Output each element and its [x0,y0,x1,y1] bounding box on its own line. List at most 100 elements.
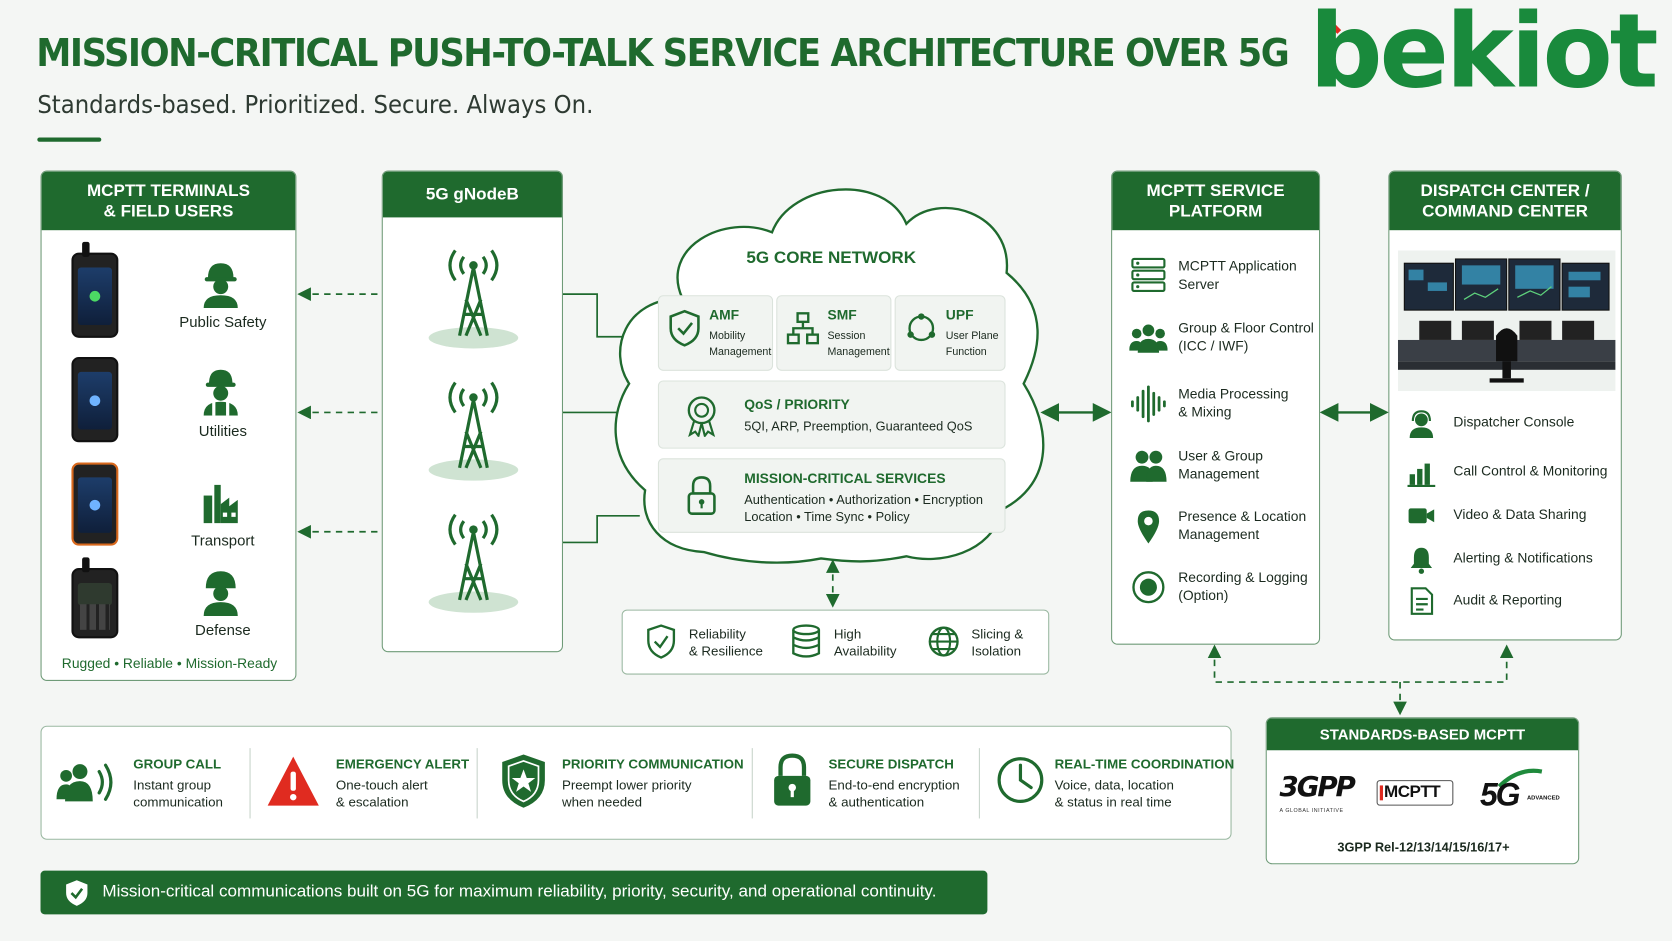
document-icon [1410,587,1434,615]
service-item-presence-line1: Presence & Location [1178,508,1307,525]
upf-desc-line2: Function [945,346,987,359]
qos-desc: 5QI, ARP, Preemption, Guaranteed QoS [744,418,973,434]
feature-secure-dispatch-name: SECURE DISPATCH [828,756,954,772]
upf-name: UPF [945,306,974,323]
standards-footer: 3GPP Rel-12/13/14/15/16/17+ [1337,839,1510,855]
feature-real-time-desc2: & status in real time [1054,795,1172,810]
qos-box: QoS / PRIORITY 5QI, ARP, Preemption, Gua… [657,380,1006,449]
amf-desc-line2: Management [709,346,772,359]
amf-desc-line1: Mobility [709,330,746,343]
feature-group-call-name: GROUP CALL [133,756,222,772]
shield-check-icon [647,624,676,659]
logo-3gpp-tagline: A GLOBAL INITIATIVE [1279,807,1344,815]
feature-real-time-desc: Voice, data, location & status in real ti… [1055,777,1174,811]
feature-secure-dispatch-desc: End-to-end encryption & authentication [829,777,960,811]
mcs-desc-line2: Location • Time Sync • Policy [744,509,910,525]
server-icon [1131,257,1166,293]
video-camera-icon [1408,508,1435,524]
logo-mcptt-accent [1379,785,1383,801]
user-label-public-safety: Public Safety [179,313,267,331]
user-label-transport: Transport [191,531,255,549]
terminals-footer: Rugged • Reliable • Mission-Ready [61,655,278,672]
core-network-title: 5G CORE NETWORK [746,249,917,268]
standards-header: STANDARDS-BASED MCPTT [1266,718,1579,751]
upf-desc-line1: User Plane [945,330,999,343]
feature-divider [249,748,251,819]
service-item-media-line1: Media Processing [1178,385,1289,402]
service-item-media: Media Processing& Mixing [1112,380,1319,433]
amf-name: AMF [709,306,740,323]
logo-3gpp-text: 3GPP [1279,771,1356,804]
network-tree-icon [786,312,820,345]
service-platform-title-line2: PLATFORM [1168,201,1263,221]
service-item-floor-control-line1: Group & Floor Control [1178,319,1314,336]
cycle-icon [907,313,936,342]
service-item-recording-line2: (Option) [1178,587,1229,604]
feature-emergency-alert-desc: One-touch alert& escalation [336,777,428,811]
handset-device-4 [71,557,119,639]
dispatch-center-panel: DISPATCH CENTER / COMMAND CENTER Dispatc… [1388,170,1622,641]
slicing-label-line1: Slicing & [971,626,1024,642]
dispatch-item-console: Dispatcher Console [1389,406,1620,440]
feature-divider [751,748,753,819]
lock-icon [687,476,716,515]
shield-check-icon [66,880,88,906]
dispatch-title-line1: DISPATCH CENTER / [1420,181,1590,200]
cell-tower-icon-1 [428,249,519,349]
slicing-label-line2: Isolation [971,643,1022,659]
feature-group-call-desc1: Instant group [133,777,212,793]
dispatch-item-alerting-label: Alerting & Notifications [1453,549,1593,566]
service-item-recording-label: Recording & Logging(Option) [1178,568,1317,604]
badge-icon [687,396,716,437]
service-item-app-server-line2: Server [1178,276,1220,293]
feature-real-time-name: REAL-TIME COORDINATION [1054,756,1235,772]
reliability-label-line1: Reliability [688,626,746,642]
cell-tower-icon-3 [428,513,519,613]
page-title: MISSION-CRITICAL PUSH-TO-TALK SERVICE AR… [36,31,1289,76]
dispatch-item-call-control: Call Control & Monitoring [1389,455,1620,489]
record-icon [1132,571,1165,604]
title-underline [37,137,102,142]
database-icon [792,624,821,658]
feature-priority-desc1: Preempt lower priority [561,777,692,793]
feature-emergency-alert-name: EMERGENCY ALERT [335,756,470,772]
dispatch-center-header: DISPATCH CENTER / COMMAND CENTER [1389,171,1621,231]
feature-secure-dispatch-desc2: & authentication [828,795,925,810]
service-platform-title-line1: MCPTT SERVICE [1146,181,1285,200]
dispatch-item-video-label: Video & Data Sharing [1453,506,1587,523]
terminals-header: MCPTT TERMINALS & FIELD USERS [41,171,296,231]
feature-real-time-desc1: Voice, data, location [1054,777,1174,793]
dispatch-item-call-control-label: Call Control & Monitoring [1453,462,1608,479]
availability-label-line2: Availability [833,643,897,659]
logo-accent-icon [1322,15,1342,34]
public-safety-icon [203,263,238,308]
gnodeb-header: 5G gNodeB [382,171,562,218]
control-room-illustration [1397,250,1616,392]
smf-desc-line2: Management [827,346,890,359]
signal-swoosh-icon [1497,768,1543,789]
user-label-defense: Defense [195,621,251,639]
gnodeb-panel: 5G gNodeB [381,170,564,653]
feature-priority-desc2: when needed [561,795,642,810]
dispatch-item-audit: Audit & Reporting [1389,584,1620,618]
feature-emergency-alert-desc2: & escalation [335,795,409,810]
feature-secure-dispatch-desc1: End-to-end encryption [828,777,960,793]
feature-divider [476,748,478,819]
dispatch-item-console-label: Dispatcher Console [1453,413,1575,430]
smf-name: SMF [827,306,857,323]
handset-device-3 [71,462,119,546]
handset-device-2 [71,357,119,443]
defense-icon [203,571,238,616]
service-item-recording: Recording & Logging(Option) [1112,564,1319,617]
